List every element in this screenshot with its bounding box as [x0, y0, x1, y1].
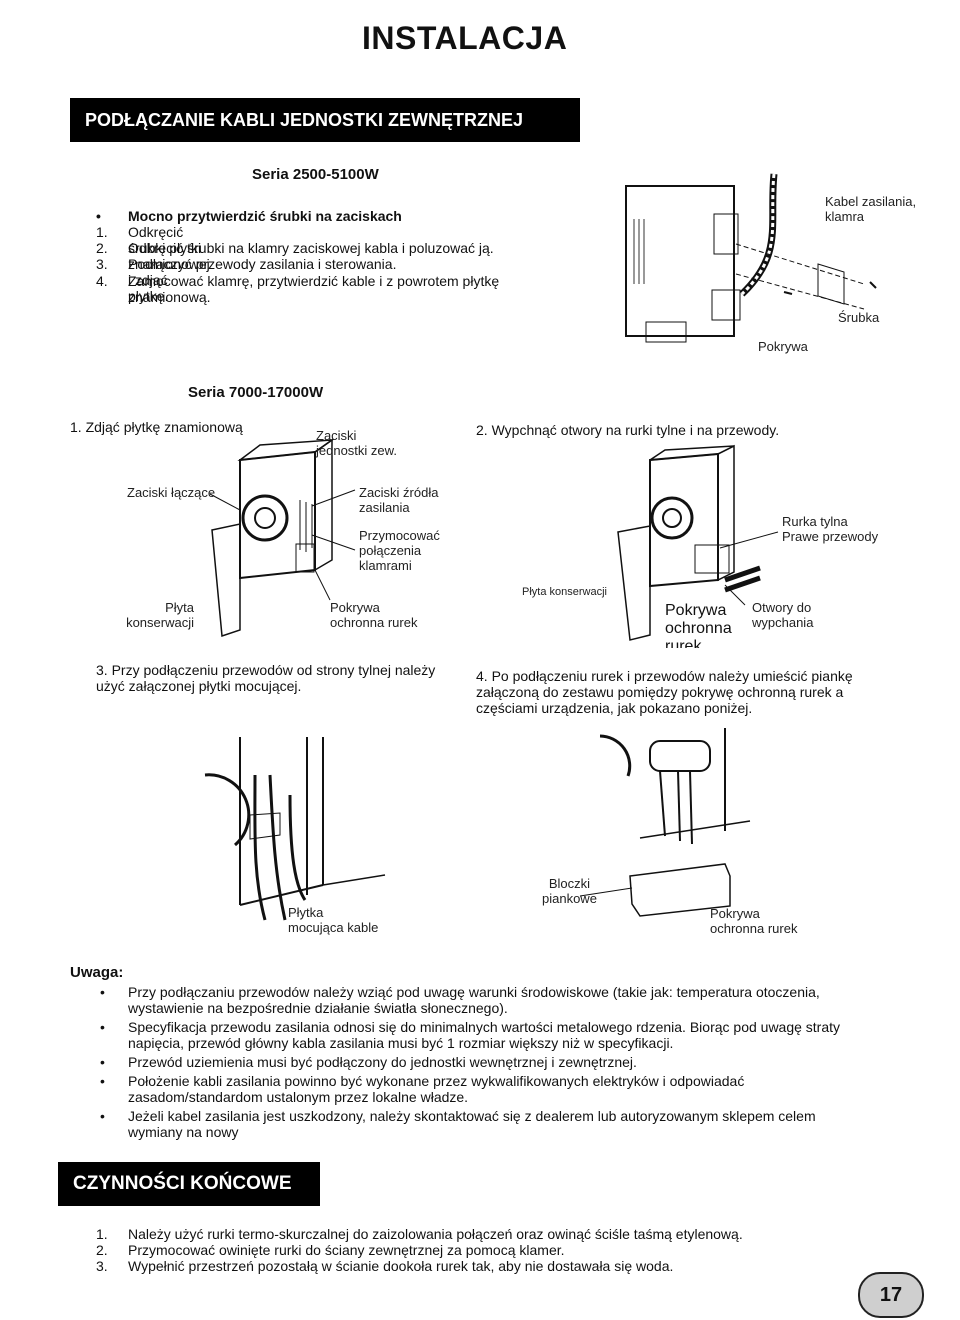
numbered-steps-a: 1.Odkręcić śrubki płytki znamionowej i z…: [96, 224, 500, 305]
title-area: INSTALACJA: [0, 0, 960, 78]
page-title: INSTALACJA: [362, 20, 568, 56]
label-service-plate: Płyta konserwacji: [522, 586, 607, 598]
series-a-title: Seria 2500-5100W: [252, 166, 379, 183]
unit-illustration: [579, 728, 751, 917]
unit-illustration: [617, 444, 779, 641]
unit-illustration: [625, 173, 877, 343]
list-item: Przy podłączaniu przewodów należy wziąć …: [100, 984, 900, 1016]
step-b1: 1. Zdjąć płytkę znamionową: [70, 419, 243, 435]
final-steps: 1.Należy użyć rurki termo-skurczalnej do…: [96, 1226, 743, 1274]
steps-list-a: Mocno przytwierdzić śrubki na zaciskach: [96, 208, 636, 224]
step-b2: 2. Wypchnąć otwory na rurki tylne i na p…: [476, 422, 780, 438]
list-item: Przewód uziemienia musi być podłączony d…: [100, 1054, 900, 1070]
label-connecting-terminals: Zaciski łączące: [127, 485, 216, 500]
list-item: Położenie kabli zasilania powinno być wy…: [100, 1073, 900, 1105]
page-number: 17: [879, 1284, 903, 1306]
label-cover: Pokrywa: [758, 339, 808, 354]
page-number-badge: 17: [858, 1272, 924, 1318]
figure-outdoor-unit-small: Kabel zasilania,klamra Śrubka Pokrywa: [624, 164, 944, 364]
notes-title: Uwaga:: [70, 964, 124, 981]
section-heading: PODŁĄCZANIE KABLI JEDNOSTKI ZEWNĘTRZNEJ: [70, 98, 580, 142]
list-item: Mocno przytwierdzić śrubki na zaciskach: [96, 208, 636, 224]
section-heading-final: CZYNNOŚCI KOŃCOWE: [58, 1162, 320, 1206]
unit-illustration: [204, 737, 386, 921]
notes-list: Przy podłączaniu przewodów należy wziąć …: [100, 984, 900, 1140]
list-item: Jeżeli kabel zasilania jest uszkodzony, …: [100, 1108, 900, 1140]
unit-illustration: [209, 438, 356, 638]
step-b4: 4. Po podłączeniu rurek i przewodów nale…: [476, 668, 853, 716]
label-screw: Śrubka: [838, 310, 880, 325]
label-cable-clamp: Kabel zasilania,klamra: [825, 194, 917, 224]
list-item-cont: znamionową.: [128, 289, 211, 305]
step-b3: 3. Przy podłączeniu przewodów od strony …: [96, 662, 436, 694]
list-item: Specyfikacja przewodu zasilania odnosi s…: [100, 1019, 900, 1051]
series-b-title: Seria 7000-17000W: [188, 384, 324, 401]
